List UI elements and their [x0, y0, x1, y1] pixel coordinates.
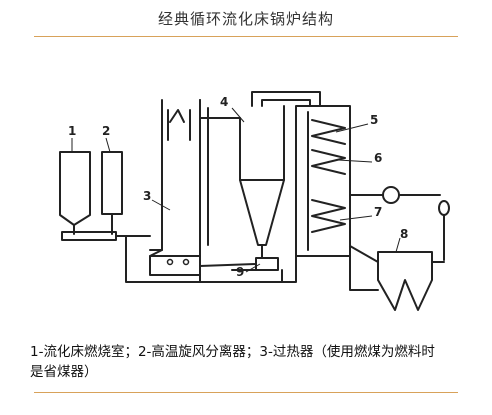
cyclone-4 — [239, 105, 285, 246]
dust-collector-8 — [377, 251, 433, 311]
label-8: 8 — [400, 227, 408, 241]
bin-2 — [101, 151, 123, 215]
label-9: 9 — [236, 265, 244, 279]
label-4: 4 — [220, 95, 228, 109]
label-1: 1 — [68, 124, 76, 138]
label-7: 7 — [374, 205, 382, 219]
caption-line-2: 是省煤器） — [30, 364, 98, 380]
heater-6 — [311, 149, 346, 175]
label-3: 3 — [143, 189, 151, 203]
superheater-5 — [311, 119, 346, 145]
label-5: 5 — [370, 113, 378, 127]
bunker-1 — [59, 151, 91, 226]
valve-icon — [438, 200, 450, 216]
bottom-divider — [34, 392, 458, 393]
diagram-caption: 1-流化床燃烧室；2-高温旋风分离器；3-过热器（使用燃煤为燃料时 是省煤器） — [30, 342, 470, 382]
steam-drum — [382, 186, 400, 204]
label-6: 6 — [374, 151, 382, 165]
label-2: 2 — [102, 124, 110, 138]
top-divider — [34, 36, 458, 37]
caption-line-1: 1-流化床燃烧室；2-高温旋风分离器；3-过热器（使用燃煤为燃料时 — [30, 344, 435, 360]
economizer-7 — [311, 199, 346, 233]
convection-pass — [295, 105, 351, 257]
cross-duct — [251, 91, 321, 107]
ash-line — [125, 235, 283, 283]
furnace-top-duct — [199, 99, 241, 119]
furnace-3 — [149, 99, 201, 276]
diagram-title: 经典循环流化床锅炉结构 — [157, 10, 334, 28]
feed-conveyor — [61, 231, 117, 241]
